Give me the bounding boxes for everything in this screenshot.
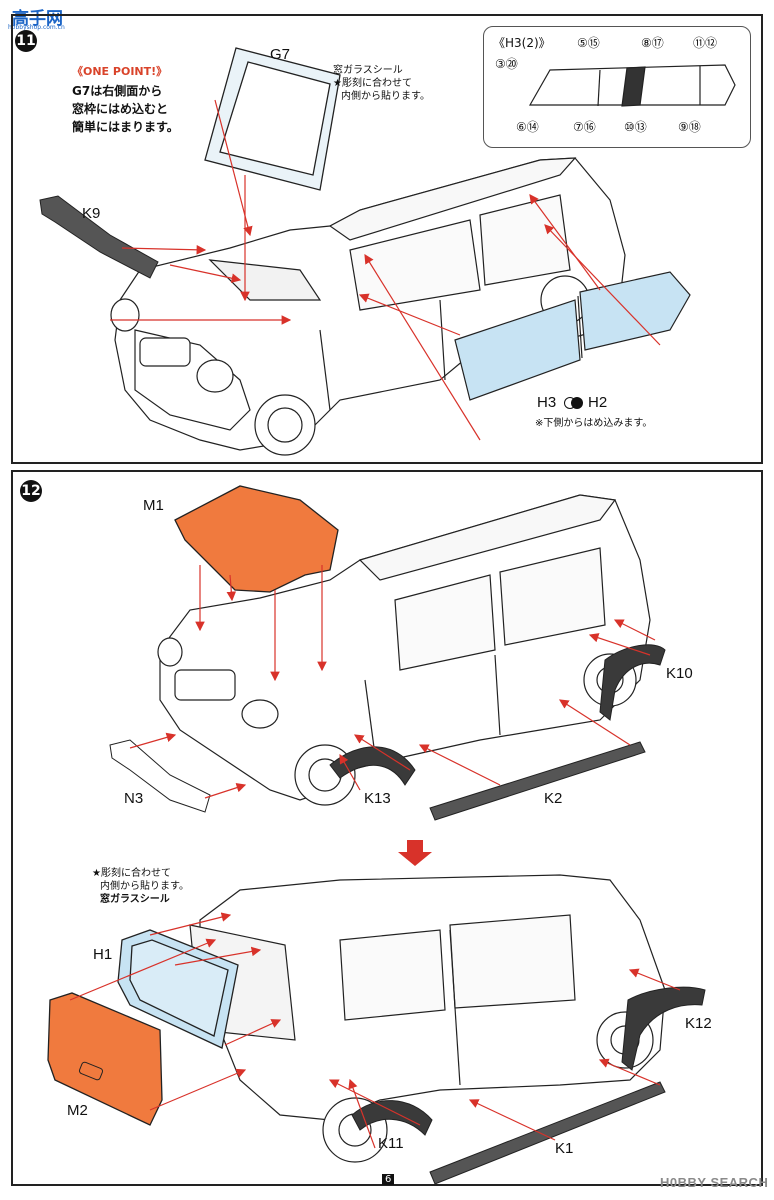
one-point-line-3: 簡単にはまります。 <box>72 120 179 134</box>
h3-box-title: 《H3(2)》 <box>493 36 551 50</box>
k2-part <box>429 741 646 821</box>
k12-part <box>621 986 706 1071</box>
seal-line-1-step12: ★彫刻に合わせて <box>92 868 171 879</box>
watermark-site-text: hobbyshop.com.cn <box>8 24 65 31</box>
h3-label-8-17: ⑧⑰ <box>641 36 664 50</box>
step11-panel <box>11 14 763 464</box>
part-label-h3: H3 <box>537 394 557 411</box>
part-label-m2: M2 <box>67 1102 88 1119</box>
h3-detail-box <box>483 26 751 148</box>
front-back-icon <box>564 396 584 410</box>
step12-lower-arrows <box>69 912 681 1149</box>
part-label-g7: G7 <box>270 46 291 63</box>
k1-part <box>429 1081 666 1185</box>
k11-part <box>351 1100 433 1136</box>
step12-car-lower <box>189 874 666 1163</box>
h3-label-11-12: ⑪⑫ <box>693 36 718 50</box>
h3-label-3-20: ③⑳ <box>495 57 518 71</box>
n3-part <box>109 739 211 813</box>
part-label-k1: K1 <box>555 1140 574 1157</box>
step11-arrows <box>110 99 661 441</box>
g7-windshield <box>204 47 341 191</box>
seal-title-step12: 窓ガラスシール <box>100 894 170 905</box>
h3-detail-drawing <box>528 64 736 107</box>
step12-number: 12 <box>20 480 42 502</box>
one-point-line-1: G7は右側面から <box>72 84 163 98</box>
h3-label-10-13: ⑩⑬ <box>624 120 647 134</box>
m1-hood <box>174 485 339 593</box>
part-label-h2: H2 <box>588 394 608 411</box>
h3-label-7-16: ⑦⑯ <box>573 120 596 134</box>
seal-line-1-step11: ★彫刻に合わせて <box>333 78 412 89</box>
seal-title-step11: 窓ガラスシール <box>333 65 403 76</box>
step12-upper-arrows <box>129 565 656 799</box>
part-label-k10: K10 <box>666 665 693 682</box>
h3-label-9-18: ⑨⑱ <box>678 120 701 134</box>
k9-part <box>39 195 159 279</box>
step11-number: 11 <box>15 30 37 52</box>
h3-label-6-14: ⑥⑭ <box>516 120 539 134</box>
part-label-m1: M1 <box>143 497 164 514</box>
h3-h2-windows <box>454 271 691 401</box>
h3-label-5-15: ⑤⑮ <box>577 36 600 50</box>
part-label-k9: K9 <box>82 205 101 222</box>
part-label-k13: K13 <box>364 790 391 807</box>
part-label-h1: H1 <box>93 946 113 963</box>
part-label-k12: K12 <box>685 1015 712 1032</box>
m2-tailgate <box>47 992 163 1126</box>
part-label-n3: N3 <box>124 790 144 807</box>
k13-part <box>329 746 416 786</box>
hobby-search-watermark: H0BBY SEARCH <box>660 1175 769 1190</box>
part-label-k2: K2 <box>544 790 563 807</box>
one-point-line-2: 窓枠にはめ込むと <box>72 102 169 116</box>
seal-line-2-step11: 内側から貼ります。 <box>341 91 430 102</box>
one-point-title: 《ONE POINT!》 <box>72 65 168 78</box>
install-note: ※下側からはめ込みます。 <box>535 418 653 429</box>
page-number: 6 <box>382 1174 395 1185</box>
seal-line-2-step12: 内側から貼ります。 <box>100 881 189 892</box>
part-label-k11: K11 <box>378 1135 404 1152</box>
step12-panel <box>11 470 763 1186</box>
step11-car <box>110 157 626 456</box>
next-step-arrow <box>398 840 432 866</box>
